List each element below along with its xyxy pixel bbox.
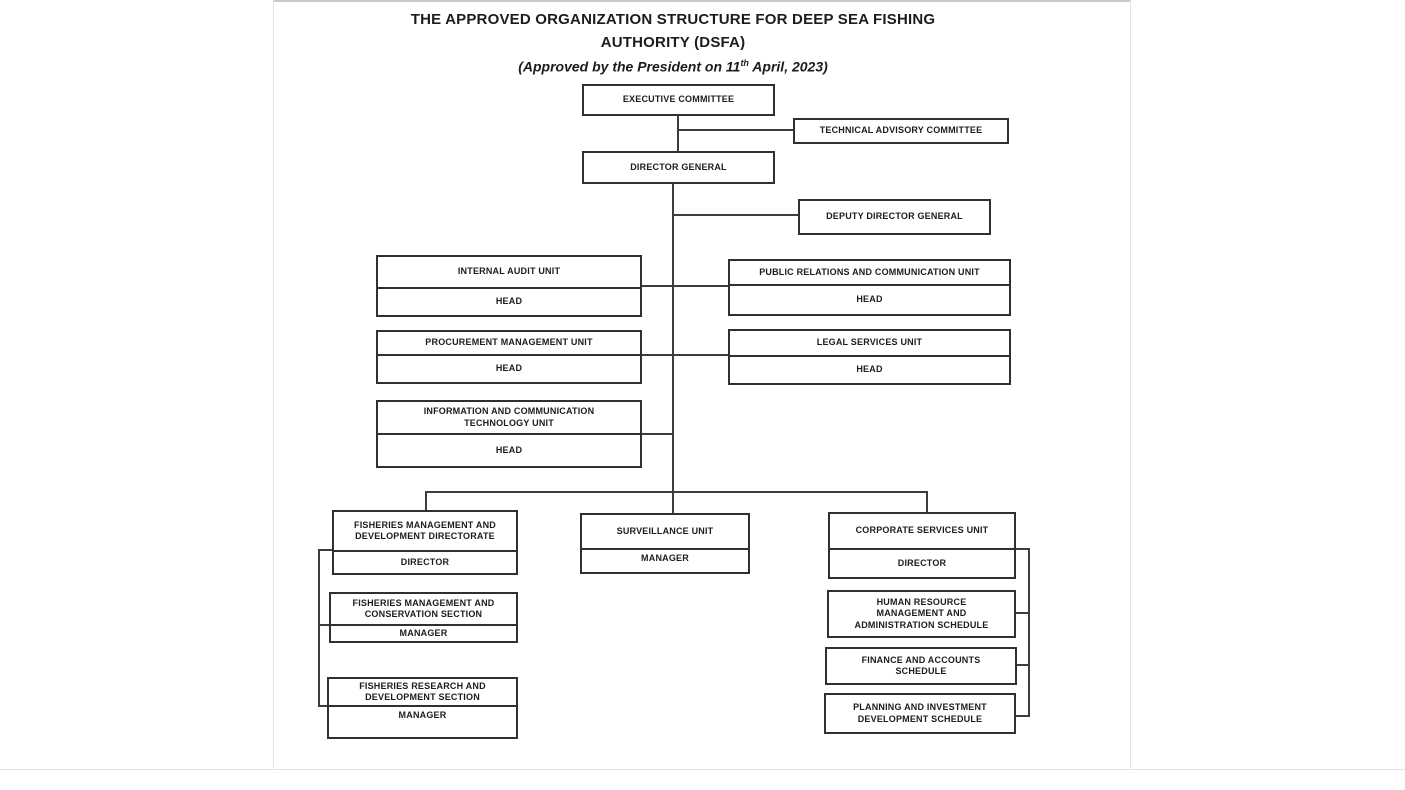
connector-to-deputy-dg: [672, 214, 798, 216]
page-edge-left: [273, 0, 274, 770]
org-box-executive-committee: EXECUTIVE COMMITTEE: [582, 84, 775, 116]
org-box-title: LEGAL SERVICES UNIT: [816, 337, 923, 348]
org-box-role: MANAGER: [582, 548, 748, 572]
connector-stub-research: [318, 705, 328, 707]
org-box-title: PROCUREMENT MANAGEMENT UNIT: [425, 337, 593, 348]
org-box-title: SURVEILLANCE UNIT: [616, 525, 714, 536]
connector-corporate-right-stub: [1016, 548, 1030, 550]
org-box-title: FISHERIES MANAGEMENT AND CONSERVATION SE…: [352, 597, 495, 620]
connector-stub-human-resource: [1016, 612, 1028, 614]
org-box-corporate-services-unit: CORPORATE SERVICES UNIT DIRECTOR: [828, 512, 1016, 579]
org-box-finance-schedule: FINANCE AND ACCOUNTS SCHEDULE: [825, 647, 1017, 685]
org-box-title: INFORMATION AND COMMUNICATION TECHNOLOGY…: [423, 406, 595, 428]
org-box-role: HEAD: [730, 355, 1009, 383]
org-box-deputy-director-general: DEPUTY DIRECTOR GENERAL: [798, 199, 991, 235]
org-box-role: HEAD: [378, 354, 640, 382]
org-box-technical-advisory-committee: TECHNICAL ADVISORY COMMITTEE: [793, 118, 1009, 144]
org-box-title: PLANNING AND INVESTMENT DEVELOPMENT SCHE…: [853, 702, 987, 724]
connector-right-rail: [1028, 548, 1030, 717]
connector-directorate-left-stub: [318, 549, 332, 551]
page-edge-bottom: [0, 769, 1405, 770]
chart-subtitle: (Approved by the President on 11th April…: [273, 58, 1073, 75]
org-box-title: HUMAN RESOURCE MANAGEMENT AND ADMINISTRA…: [854, 596, 989, 630]
org-box-title: CORPORATE SERVICES UNIT: [855, 525, 989, 536]
org-box-role: HEAD: [378, 433, 640, 466]
connector-ict-to-spine: [640, 433, 673, 435]
org-box-role: MANAGER: [329, 705, 516, 737]
org-box-public-relations-unit: PUBLIC RELATIONS AND COMMUNICATION UNIT …: [728, 259, 1011, 316]
org-box-title: FISHERIES MANAGEMENT AND DEVELOPMENT DIR…: [354, 519, 496, 542]
org-box-human-resource-schedule: HUMAN RESOURCE MANAGEMENT AND ADMINISTRA…: [827, 590, 1016, 638]
chart-subtitle-text: (Approved by the President on 11: [518, 58, 741, 75]
org-box-title: FINANCE AND ACCOUNTS SCHEDULE: [861, 654, 981, 677]
org-box-role: HEAD: [378, 287, 640, 315]
org-box-internal-audit-unit: INTERNAL AUDIT UNIT HEAD: [376, 255, 642, 317]
connector-row1-cross: [642, 285, 728, 287]
org-box-fisheries-conservation-section: FISHERIES MANAGEMENT AND CONSERVATION SE…: [329, 592, 518, 643]
connector-row2-cross: [642, 354, 728, 356]
org-box-fisheries-research-section: FISHERIES RESEARCH AND DEVELOPMENT SECTI…: [327, 677, 518, 739]
org-box-title: FISHERIES RESEARCH AND DEVELOPMENT SECTI…: [359, 680, 486, 703]
org-box-title: TECHNICAL ADVISORY COMMITTEE: [819, 125, 983, 136]
page-edge-right: [1130, 0, 1131, 770]
connector-exec-to-dg: [677, 116, 679, 151]
org-box-title: DEPUTY DIRECTOR GENERAL: [826, 211, 963, 222]
org-box-role: HEAD: [730, 284, 1009, 314]
org-box-planning-schedule: PLANNING AND INVESTMENT DEVELOPMENT SCHE…: [824, 693, 1016, 734]
chart-subtitle-superscript: th: [740, 58, 749, 68]
chart-title-line1: THE APPROVED ORGANIZATION STRUCTURE FOR …: [410, 11, 936, 28]
connector-left-rail: [318, 549, 320, 707]
chart-title-line2: AUTHORITY (DSFA): [600, 34, 746, 51]
connector-bottom-rail: [425, 491, 928, 493]
org-box-fisheries-directorate: FISHERIES MANAGEMENT AND DEVELOPMENT DIR…: [332, 510, 518, 575]
connector-drop-corporate-services: [926, 491, 928, 513]
org-box-role: DIRECTOR: [334, 550, 516, 573]
org-box-title: EXECUTIVE COMMITTEE: [622, 94, 735, 105]
org-box-title: PUBLIC RELATIONS AND COMMUNICATION UNIT: [759, 266, 980, 277]
org-box-director-general: DIRECTOR GENERAL: [582, 151, 775, 184]
connector-stub-conservation: [318, 624, 330, 626]
connector-stub-finance: [1017, 664, 1028, 666]
connector-drop-fisheries-directorate: [425, 491, 427, 511]
chart-subtitle-text: April, 2023): [748, 58, 828, 75]
org-box-role: MANAGER: [331, 624, 516, 641]
connector-main-spine: [672, 184, 674, 514]
connector-to-technical-advisory: [677, 129, 793, 131]
org-box-legal-services-unit: LEGAL SERVICES UNIT HEAD: [728, 329, 1011, 385]
connector-stub-planning: [1016, 715, 1028, 717]
org-box-role: DIRECTOR: [830, 548, 1014, 577]
chart-title-block: THE APPROVED ORGANIZATION STRUCTURE FOR …: [273, 8, 1073, 75]
org-box-title: DIRECTOR GENERAL: [630, 161, 727, 172]
page-edge-top: [274, 0, 1131, 2]
org-box-procurement-unit: PROCUREMENT MANAGEMENT UNIT HEAD: [376, 330, 642, 384]
org-box-title: INTERNAL AUDIT UNIT: [457, 266, 561, 277]
org-box-ict-unit: INFORMATION AND COMMUNICATION TECHNOLOGY…: [376, 400, 642, 468]
org-box-surveillance-unit: SURVEILLANCE UNIT MANAGER: [580, 513, 750, 574]
